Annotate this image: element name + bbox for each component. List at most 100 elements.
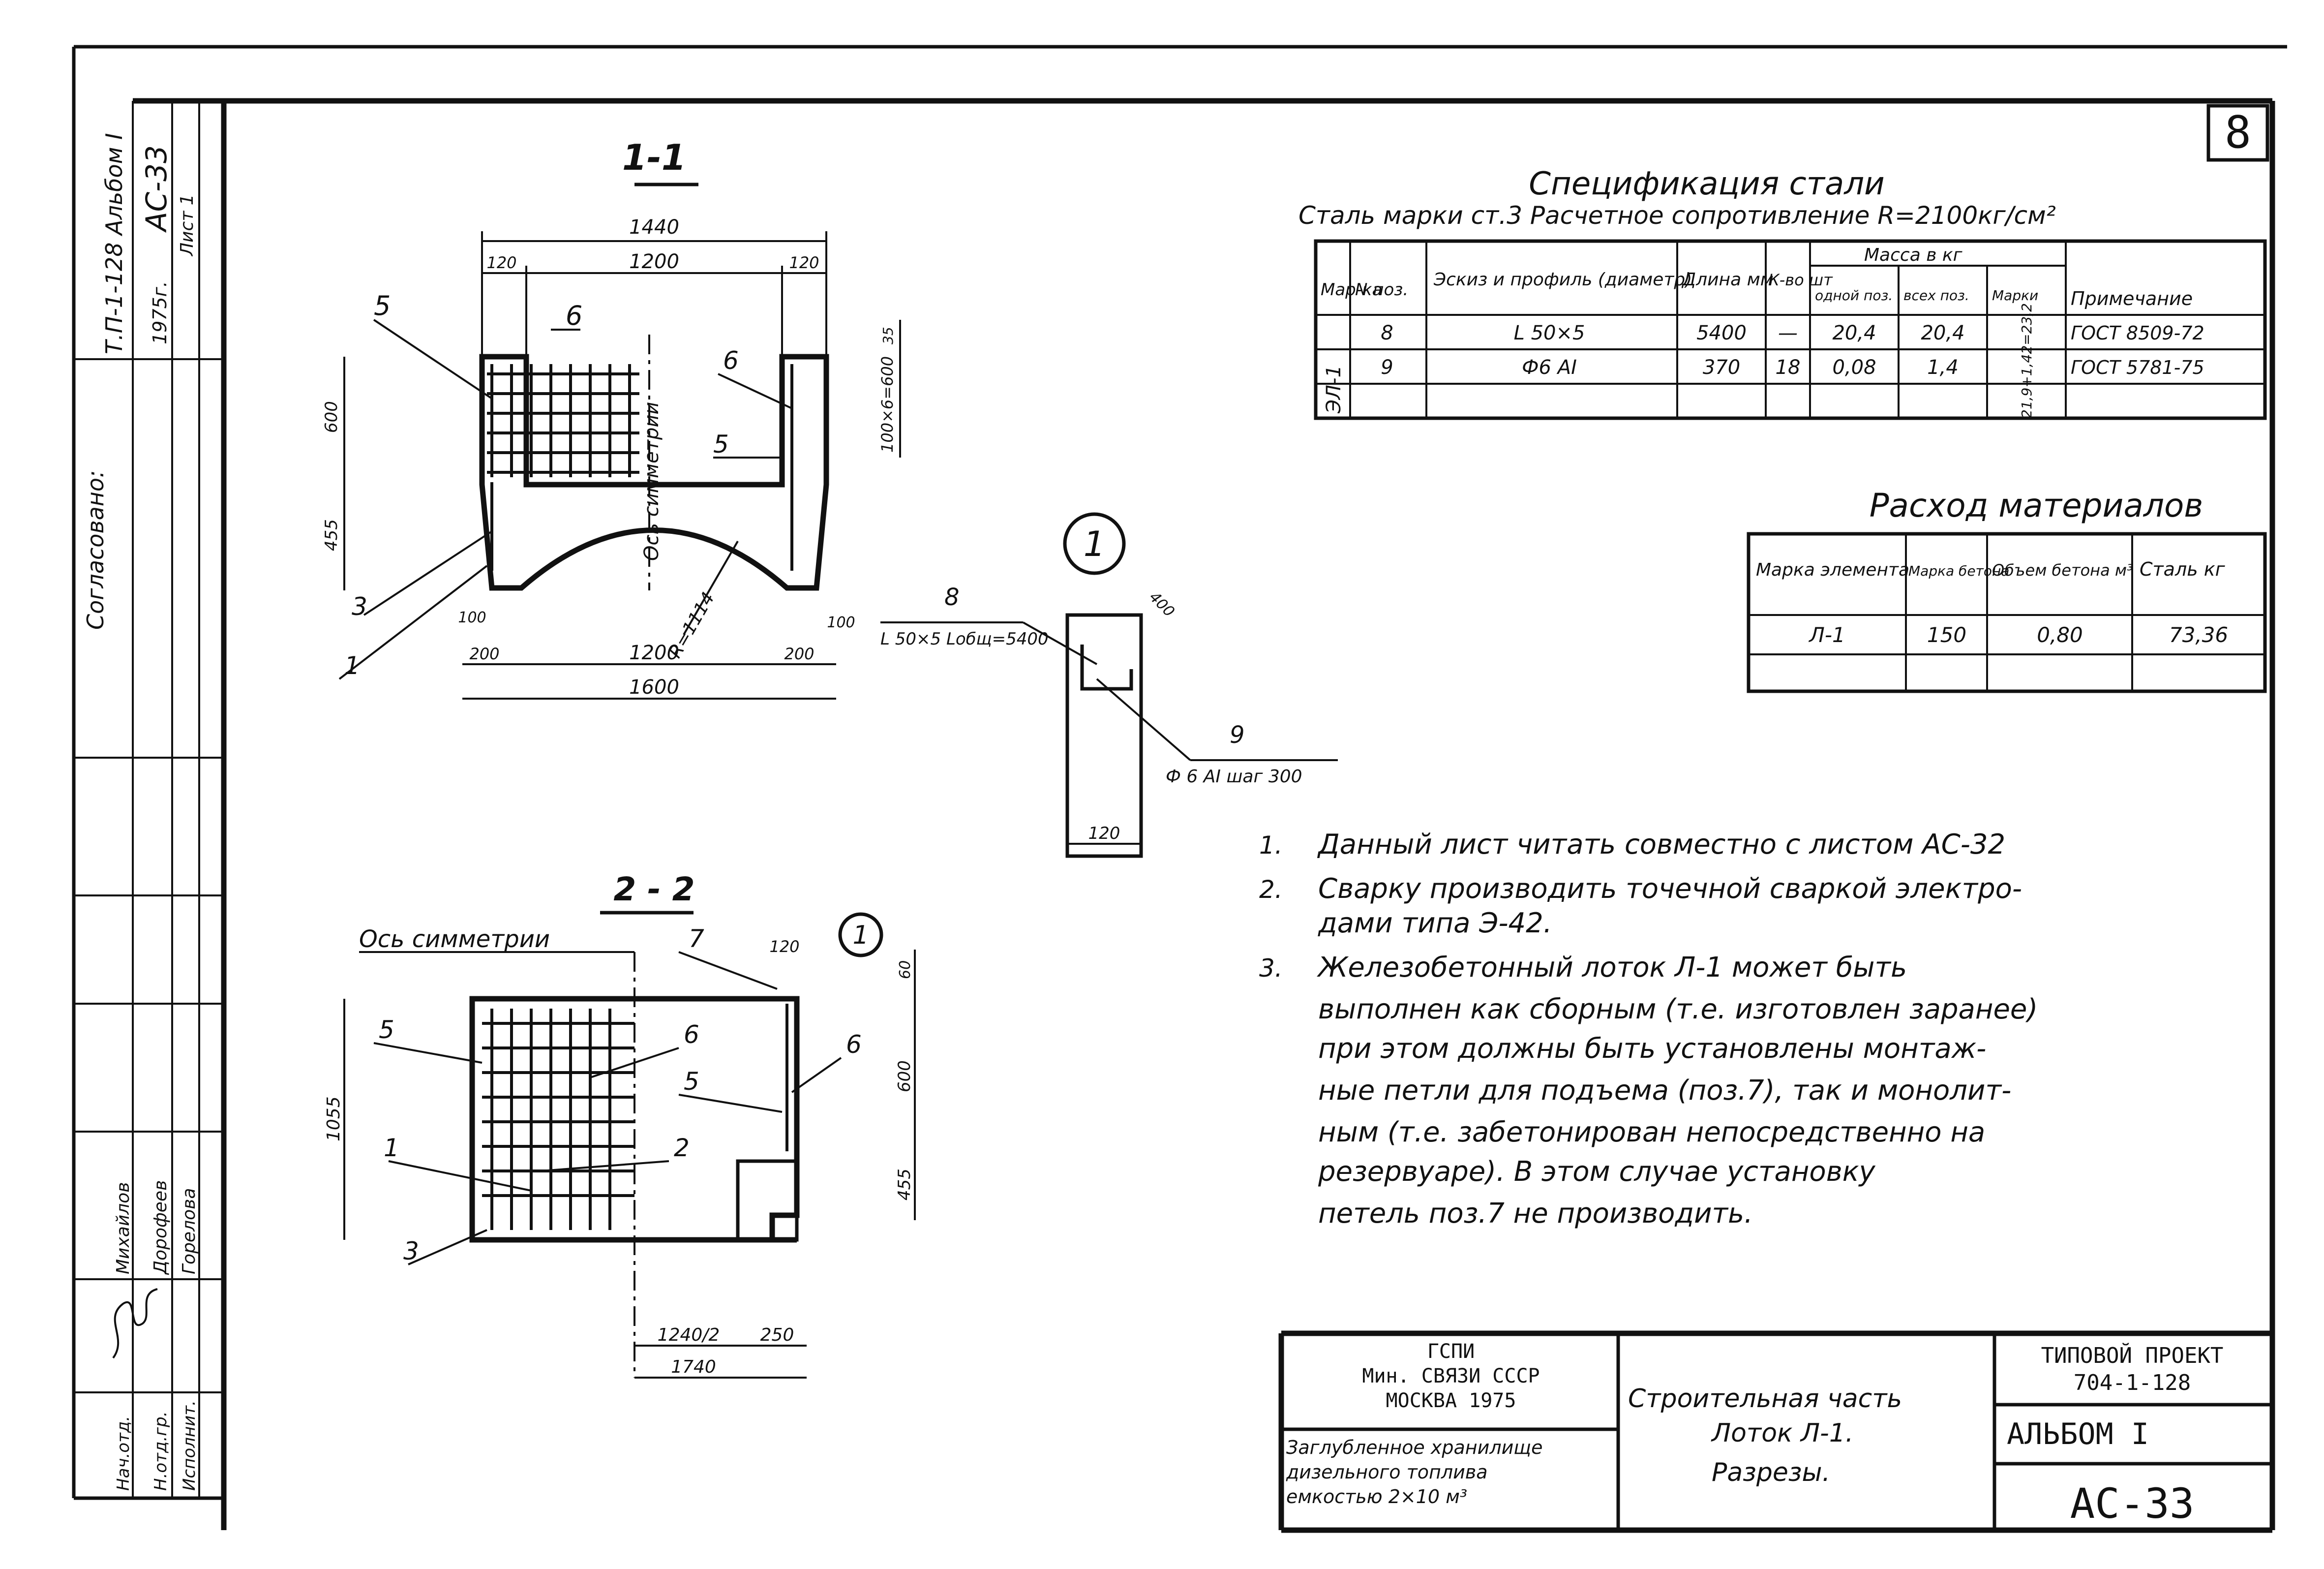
dim-120-left: 120 — [486, 253, 516, 272]
materials-head-steel: Сталь кг — [2140, 558, 2226, 580]
callout-5-b: 5 — [684, 1067, 699, 1096]
spec-head-mark: Мар-ка — [1321, 280, 1382, 300]
callout-5-a: 5 — [379, 1015, 394, 1044]
spec-row1-note: ГОСТ 8509-72 — [2071, 322, 2204, 344]
detail-1: 1 8 L 50×5 Lобщ=5400 9 Ф 6 АI шаг 300 12… — [880, 512, 1338, 858]
dim-600-right: 600 — [895, 1060, 914, 1092]
detail-width: 120 — [1088, 824, 1120, 843]
album-ref: Т.П-1-128 Альбом I — [101, 133, 127, 354]
note-3-line-6: резервуаре). В этом случае установку — [1318, 1156, 1876, 1188]
axis-label-1: Ось симметрии — [640, 402, 663, 561]
dim-1200-top: 1200 — [629, 250, 679, 273]
spec-row2-note: ГОСТ 5781-75 — [2071, 357, 2204, 378]
left-stamp-strip: Т.П-1-128 Альбом I АС-33 1975г. Лист 1 С… — [74, 101, 224, 1498]
spec-row1-mone: 20,4 — [1832, 322, 1876, 344]
dim-1440: 1440 — [629, 216, 679, 239]
spec-mass-mark: Марки — [1992, 287, 2038, 304]
spec-row2-qty: 18 — [1776, 356, 1801, 379]
note-3-line-2: выполнен как сборным (т.е. изготовлен за… — [1318, 993, 2038, 1025]
callout-5-right: 5 — [713, 430, 729, 459]
spec-subtitle: Сталь марки ст.3 Расчетное сопротивление… — [1298, 201, 2056, 230]
materials-head-volume: Объем бетона м³ — [1992, 561, 2133, 580]
reinforcement-mesh-1 — [487, 364, 793, 571]
callout-6-b: 6 — [846, 1030, 862, 1059]
materials-row1-volume: 0,80 — [2037, 623, 2083, 647]
org-line-1: ГСПИ — [1427, 1340, 1475, 1363]
dim-60: 60 — [897, 960, 914, 979]
dim-200-right: 200 — [784, 645, 814, 663]
sheet-number-box: 8 — [2206, 104, 2269, 162]
detail-marker: 1 — [1084, 524, 1106, 564]
dim-120-top: 120 — [769, 937, 799, 956]
materials-consumption: Расход материалов Марка элемента Марка б… — [1747, 487, 2267, 693]
section-2-outline — [469, 996, 800, 1243]
spec-row2-mone: 0,08 — [1832, 356, 1876, 379]
detail-angle — [1080, 645, 1133, 691]
materials-row1-steel: 73,36 — [2169, 623, 2228, 647]
section-2-axis-label: Ось симметрии — [359, 925, 550, 953]
org-line-3: МОСКВА 1975 — [1386, 1389, 1516, 1412]
section-2-title: 2 - 2 — [613, 870, 694, 908]
dim-1200-bottom: 1200 — [629, 642, 679, 664]
year-label: 1975г. — [149, 281, 171, 344]
spec-row1-mall: 20,4 — [1921, 322, 1964, 344]
signature-name-1: Михайлов — [113, 1182, 133, 1274]
detail-pos8: 8 — [944, 584, 960, 611]
spec-row2-pos: 9 — [1381, 356, 1393, 379]
note-3-line-1: Железобетонный лоток Л-1 может быть — [1317, 952, 1907, 984]
note-1-num: 1. — [1259, 831, 1283, 860]
org-line-2: Мин. СВЯЗИ СССР — [1362, 1365, 1539, 1387]
signature-role-3: Исполнит. — [180, 1400, 199, 1491]
approved-label: Согласовано: — [82, 470, 109, 630]
project-number: 704-1-128 — [2074, 1370, 2191, 1395]
spec-mark: ЭЛ-1 — [1323, 365, 1345, 414]
signature-name-3: Горелова — [179, 1188, 199, 1274]
callout-2: 2 — [674, 1134, 690, 1162]
callout-1-bottom: 1 — [384, 1134, 399, 1162]
spec-mass-one: одной поз. — [1815, 287, 1893, 304]
spec-row2-mall: 1,4 — [1927, 356, 1959, 379]
note-3-line-5: ным (т.е. забетонирован непосредственно … — [1318, 1116, 1985, 1148]
sheet-code-vertical: АС-33 — [140, 145, 173, 233]
callout-6-a: 6 — [684, 1020, 699, 1049]
callout-7: 7 — [689, 924, 704, 953]
note-2-num: 2. — [1259, 875, 1283, 904]
detail-diag: 400 — [1146, 588, 1177, 620]
spec-row1-pos: 8 — [1381, 322, 1393, 344]
note-1-line-1: Данный лист читать совместно с листом АС… — [1317, 829, 2005, 861]
dim-1240-2: 1240/2 — [658, 1325, 720, 1345]
section-2-2: 2 - 2 Ось симметрии 1055 6 — [324, 870, 916, 1379]
detail-pos9-label: Ф 6 АI шаг 300 — [1166, 767, 1302, 787]
detail-marker-circle — [1063, 512, 1126, 575]
sheet-label-vertical: Лист 1 — [177, 194, 197, 257]
spec-head-qty: К-во шт — [1768, 271, 1833, 289]
drawing-line-1: Строительная часть — [1628, 1384, 1902, 1414]
notes: 1. Данный лист читать совместно с листом… — [1259, 829, 2038, 1230]
materials-head-grade: Марка бетона — [1908, 563, 2009, 579]
title-block: ГСПИ Мин. СВЯЗИ СССР МОСКВА 1975 Заглубл… — [1278, 1330, 2272, 1533]
dim-600-height: 600 — [322, 401, 341, 433]
spec-row1-qty: — — [1778, 322, 1798, 344]
sheet-code: АС-33 — [2070, 1479, 2195, 1528]
steel-specification: Спецификация стали Сталь марки ст.3 Расч… — [1298, 166, 2267, 420]
materials-head-element: Марка элемента — [1756, 560, 1909, 580]
reinforcement-mesh-2 — [482, 1004, 788, 1230]
callout-5-left: 5 — [374, 290, 391, 321]
callout-3: 3 — [352, 592, 367, 621]
spec-head-length: Длина мм — [1681, 270, 1774, 290]
drawing-line-3: Разрезы. — [1712, 1458, 1830, 1487]
dim-100-left: 100 — [458, 609, 486, 626]
callout-1-marker: 1 — [852, 921, 869, 950]
signature-name-2: Дорофеев — [151, 1180, 171, 1275]
dim-100-right: 100 — [827, 614, 855, 631]
step-note: 100×6=600 — [878, 356, 897, 453]
drawing-line-2: Лоток Л-1. — [1711, 1418, 1853, 1448]
spec-head-profile: Эскиз и профиль (диаметр) — [1433, 270, 1692, 290]
dim-1740: 1740 — [671, 1357, 716, 1377]
callout-1-circle — [838, 912, 883, 957]
dim-455-height: 455 — [322, 519, 341, 551]
detail-pos9: 9 — [1230, 721, 1245, 749]
section-1-outline — [479, 354, 829, 591]
dim-120-right: 120 — [789, 253, 819, 272]
object-line-2: дизельного топлива — [1286, 1461, 1488, 1483]
